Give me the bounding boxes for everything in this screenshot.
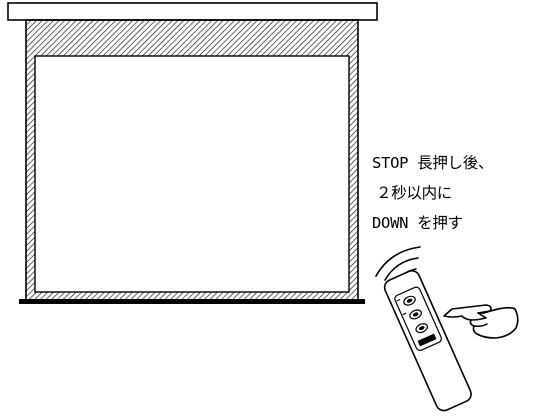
instruction-text: STOP 長押し後、 ２秒以内に DOWN を押す: [372, 148, 537, 238]
instruction-line-1: STOP 長押し後、: [372, 154, 494, 172]
pointing-hand-icon: [443, 304, 519, 339]
screen-housing: [7, 2, 378, 21]
instruction-line-3: DOWN を押す: [372, 214, 463, 232]
instruction-line-2: ２秒以内に: [376, 184, 453, 202]
screen-bottom-bar: [19, 299, 365, 304]
projector-screen: [7, 2, 378, 304]
remote-control: [383, 270, 472, 412]
screen-surface: [34, 55, 350, 293]
